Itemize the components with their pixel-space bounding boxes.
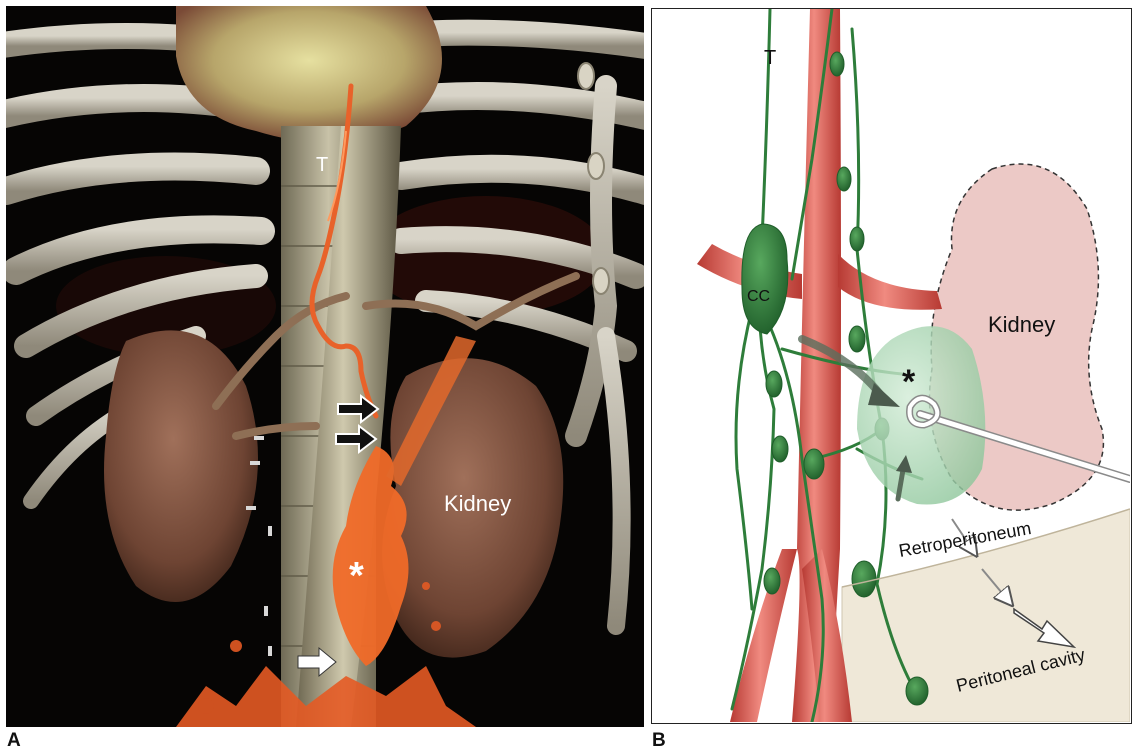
- label-asterisk: *: [349, 555, 364, 597]
- ct-volume-render: T Kidney *: [6, 6, 644, 727]
- label-cisterna-chyli: CC: [747, 288, 770, 305]
- label-kidney: Kidney: [988, 312, 1055, 337]
- cisterna-chyli: [742, 224, 788, 334]
- label-kidney: Kidney: [444, 491, 511, 516]
- label-asterisk: *: [902, 363, 916, 401]
- renal-artery-right: [838, 254, 942, 310]
- panel-letter-a: A: [7, 731, 21, 750]
- panel-a-ct-rendering: T Kidney *: [6, 6, 644, 727]
- panel-b-illustration: T CC Kidney * Retroperitoneum Peritoneal…: [651, 8, 1132, 724]
- label-thoracic-duct: T: [764, 47, 776, 69]
- lymphatic-diagram: T CC Kidney * Retroperitoneum Peritoneal…: [652, 9, 1130, 722]
- iliac-artery-left: [730, 549, 797, 722]
- label-thoracic-duct: T: [316, 154, 328, 176]
- panel-letter-b: B: [652, 731, 666, 750]
